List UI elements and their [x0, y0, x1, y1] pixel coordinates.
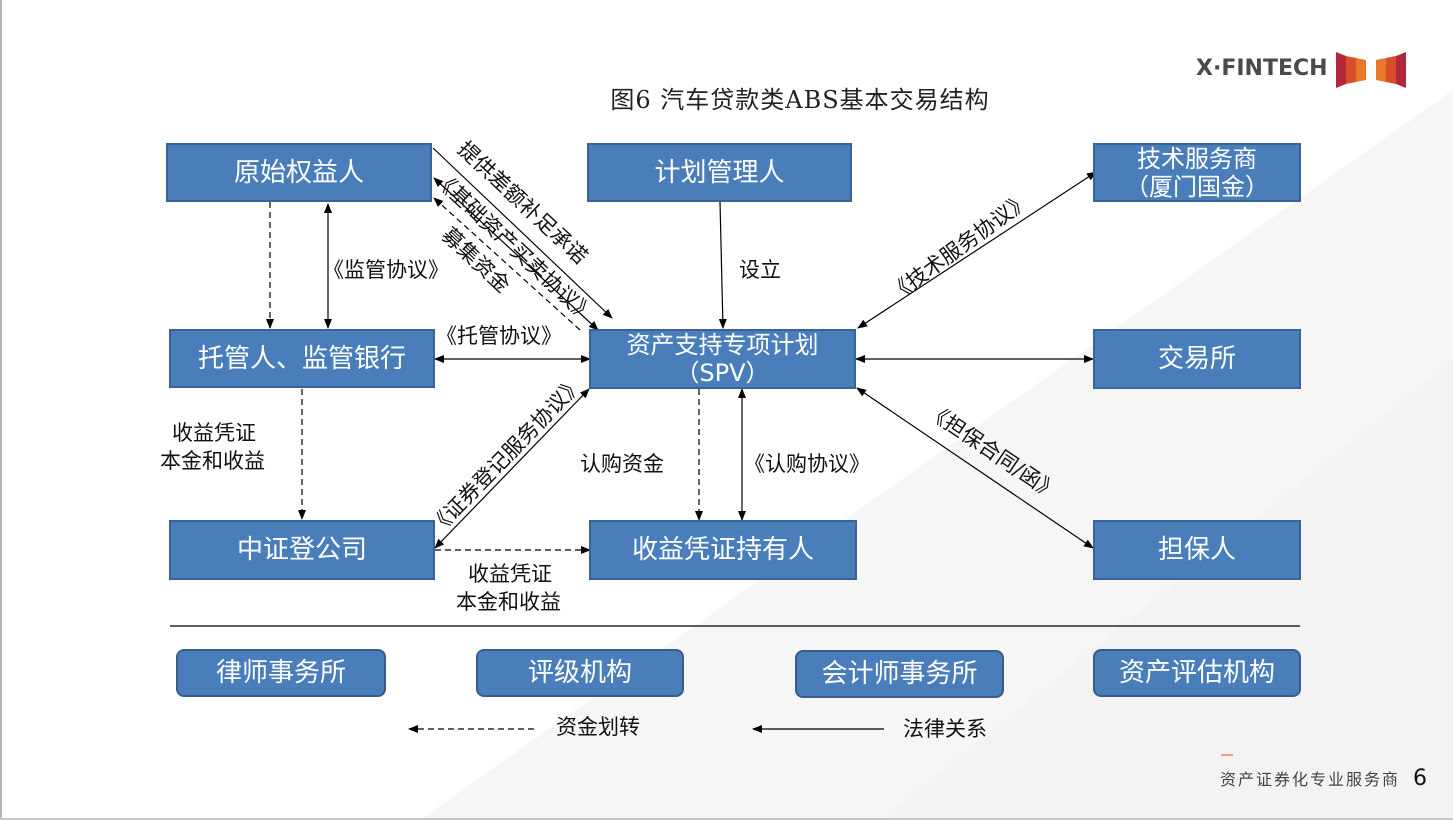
provider-appraisal-agency-label: 资产评估机构	[1118, 658, 1275, 688]
provider-accounting-firm-label: 会计师事务所	[821, 659, 978, 689]
node-exchange-label: 交易所	[1157, 344, 1236, 374]
node-spv: 资产支持专项计划 （SPV）	[589, 329, 856, 389]
slide-bottom-edge	[0, 818, 1453, 820]
edge-tech-spv	[857, 171, 1097, 329]
logo-text: X·FINTECH	[1196, 55, 1328, 81]
node-guarantor-label: 担保人	[1157, 535, 1236, 565]
label-cert-left-1: 收益凭证	[172, 421, 256, 445]
edge-manager-spv	[718, 201, 727, 329]
footer-tagline: 资产证券化专业服务商	[1220, 770, 1401, 789]
edge-spv-originator-purchase	[433, 177, 599, 331]
label-subscription-funds: 认购资金	[580, 452, 664, 476]
label-subscription-agreement: 《认购协议》	[744, 452, 870, 476]
node-exchange: 交易所	[1093, 329, 1301, 389]
node-tech-provider-label: 技术服务商	[1137, 144, 1257, 173]
legend-fund-transfer: 资金划转	[556, 715, 640, 739]
logo: X·FINTECH	[1196, 46, 1410, 90]
edge-spv-originator-funds	[433, 197, 581, 331]
node-tech-provider-sublabel: （厦门国金）	[1125, 172, 1269, 201]
node-originator-label: 原始权益人	[233, 157, 364, 188]
provider-appraisal-agency: 资产评估机构	[1093, 649, 1301, 697]
label-supervision: 《监管协议》	[323, 258, 449, 282]
node-plan-manager: 计划管理人	[587, 143, 852, 202]
footer-accent	[1221, 754, 1233, 756]
provider-accounting-firm: 会计师事务所	[795, 650, 1004, 698]
node-spv-label: 资产支持专项计划	[626, 331, 819, 359]
node-custodian-label: 托管人、监管银行	[197, 343, 406, 374]
page-number: 6	[1413, 766, 1427, 791]
label-cert-bottom-1: 收益凭证	[468, 562, 552, 586]
node-csdc: 中证登公司	[169, 520, 435, 580]
provider-rating-agency-label: 评级机构	[527, 658, 632, 688]
provider-law-firm: 律师事务所	[176, 649, 386, 697]
logo-mark-icon	[1335, 52, 1406, 88]
node-custodian: 托管人、监管银行	[169, 329, 435, 388]
label-custody: 《托管协议》	[436, 324, 562, 348]
node-csdc-label: 中证登公司	[236, 535, 367, 565]
node-plan-manager-label: 计划管理人	[654, 157, 785, 188]
label-cert-bottom-2: 本金和收益	[456, 590, 561, 614]
label-cert-left-2: 本金和收益	[160, 449, 265, 473]
node-holders-label: 收益凭证持有人	[631, 535, 814, 565]
node-guarantor: 担保人	[1093, 520, 1301, 580]
label-establish: 设立	[739, 258, 781, 282]
node-spv-sublabel: （SPV）	[675, 359, 770, 387]
provider-law-firm-label: 律师事务所	[215, 658, 346, 688]
node-holders: 收益凭证持有人	[589, 520, 857, 580]
provider-rating-agency: 评级机构	[476, 649, 684, 697]
edge-spv-guarantor	[856, 387, 1094, 549]
slide-left-edge	[0, 0, 2, 820]
diagram-title: 图6 汽车贷款类ABS基本交易结构	[610, 86, 990, 114]
node-tech-provider: 技术服务商 （厦门国金）	[1093, 143, 1301, 202]
edge-csdc-spv	[434, 388, 590, 549]
node-originator: 原始权益人	[166, 143, 432, 202]
legend-legal-relation: 法律关系	[903, 717, 987, 741]
